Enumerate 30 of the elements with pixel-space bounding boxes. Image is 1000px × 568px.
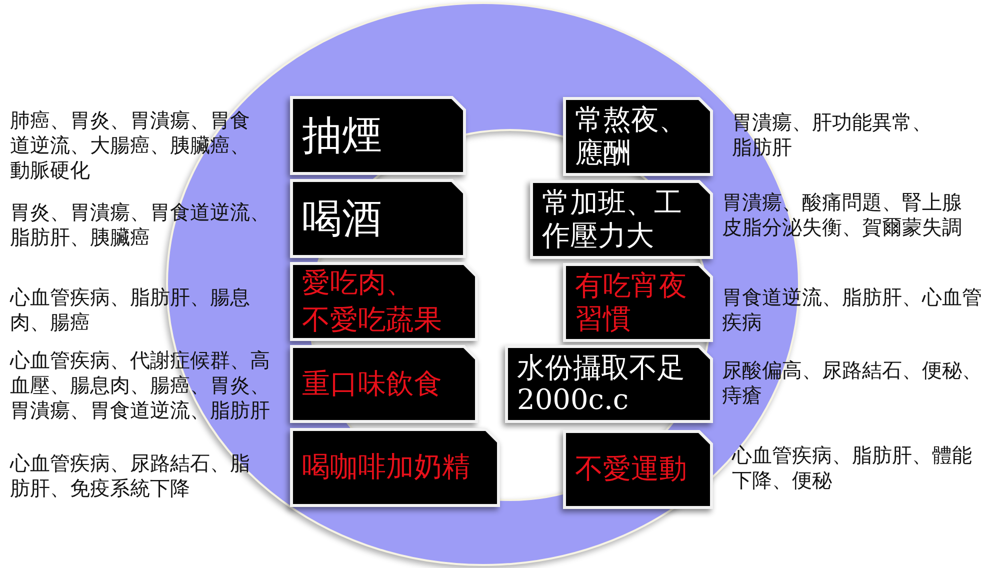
disease-list: 心血管疾病、脂肪肝、體能下降、便秘 [732,443,977,493]
habit-box [290,262,478,341]
habit-box [563,430,713,509]
disease-list: 胃潰瘍、肝功能異常、脂肪肝 [732,110,937,160]
disease-list: 胃潰瘍、酸痛問題、腎上腺皮脂分泌失衡、賀爾蒙失調 [722,190,967,240]
disease-list: 心血管疾病、尿路結石、脂肪肝、免疫系統下降 [10,451,255,501]
habit-label: 常加班、工作壓力大 [542,187,683,252]
habit-label: 愛吃肉、不愛吃蔬果 [302,265,443,338]
habit-label: 重口味飲食 [302,366,443,402]
habit-box [563,97,713,176]
habit-label: 喝咖啡加奶精 [302,449,471,486]
habit-box [505,345,713,423]
habit-label: 水份攝取不足2000c.c [517,352,686,416]
disease-list: 胃食道逆流、脂肪肝、心血管疾病 [722,285,984,335]
disease-list: 肺癌、胃炎、胃潰瘍、胃食道逆流、大腸癌、胰臟癌、動脈硬化 [10,108,255,183]
habit-box [290,96,466,175]
habit-box [563,263,713,342]
disease-list: 胃炎、胃潰瘍、胃食道逆流、脂肪肝、胰臟癌 [10,200,272,250]
habit-label: 不愛運動 [575,451,688,488]
habit-box [290,345,478,423]
habit-box [290,428,500,507]
habit-box [290,179,466,258]
disease-list: 心血管疾病、脂肪肝、腸息肉、腸癌 [10,285,255,335]
habit-label: 有吃宵夜習慣 [575,270,688,335]
disease-list: 尿酸偏高、尿路結石、便秘、痔瘡 [722,358,984,408]
habit-box [530,180,713,259]
habit-label: 常熬夜、應酬 [575,104,688,169]
disease-list: 心血管疾病、代謝症候群、高血壓、腸息肉、腸癌、胃炎、胃潰瘍、胃食道逆流、脂肪肝 [10,348,272,423]
habit-label: 抽煙 [302,114,383,158]
habit-label: 喝酒 [302,196,383,240]
